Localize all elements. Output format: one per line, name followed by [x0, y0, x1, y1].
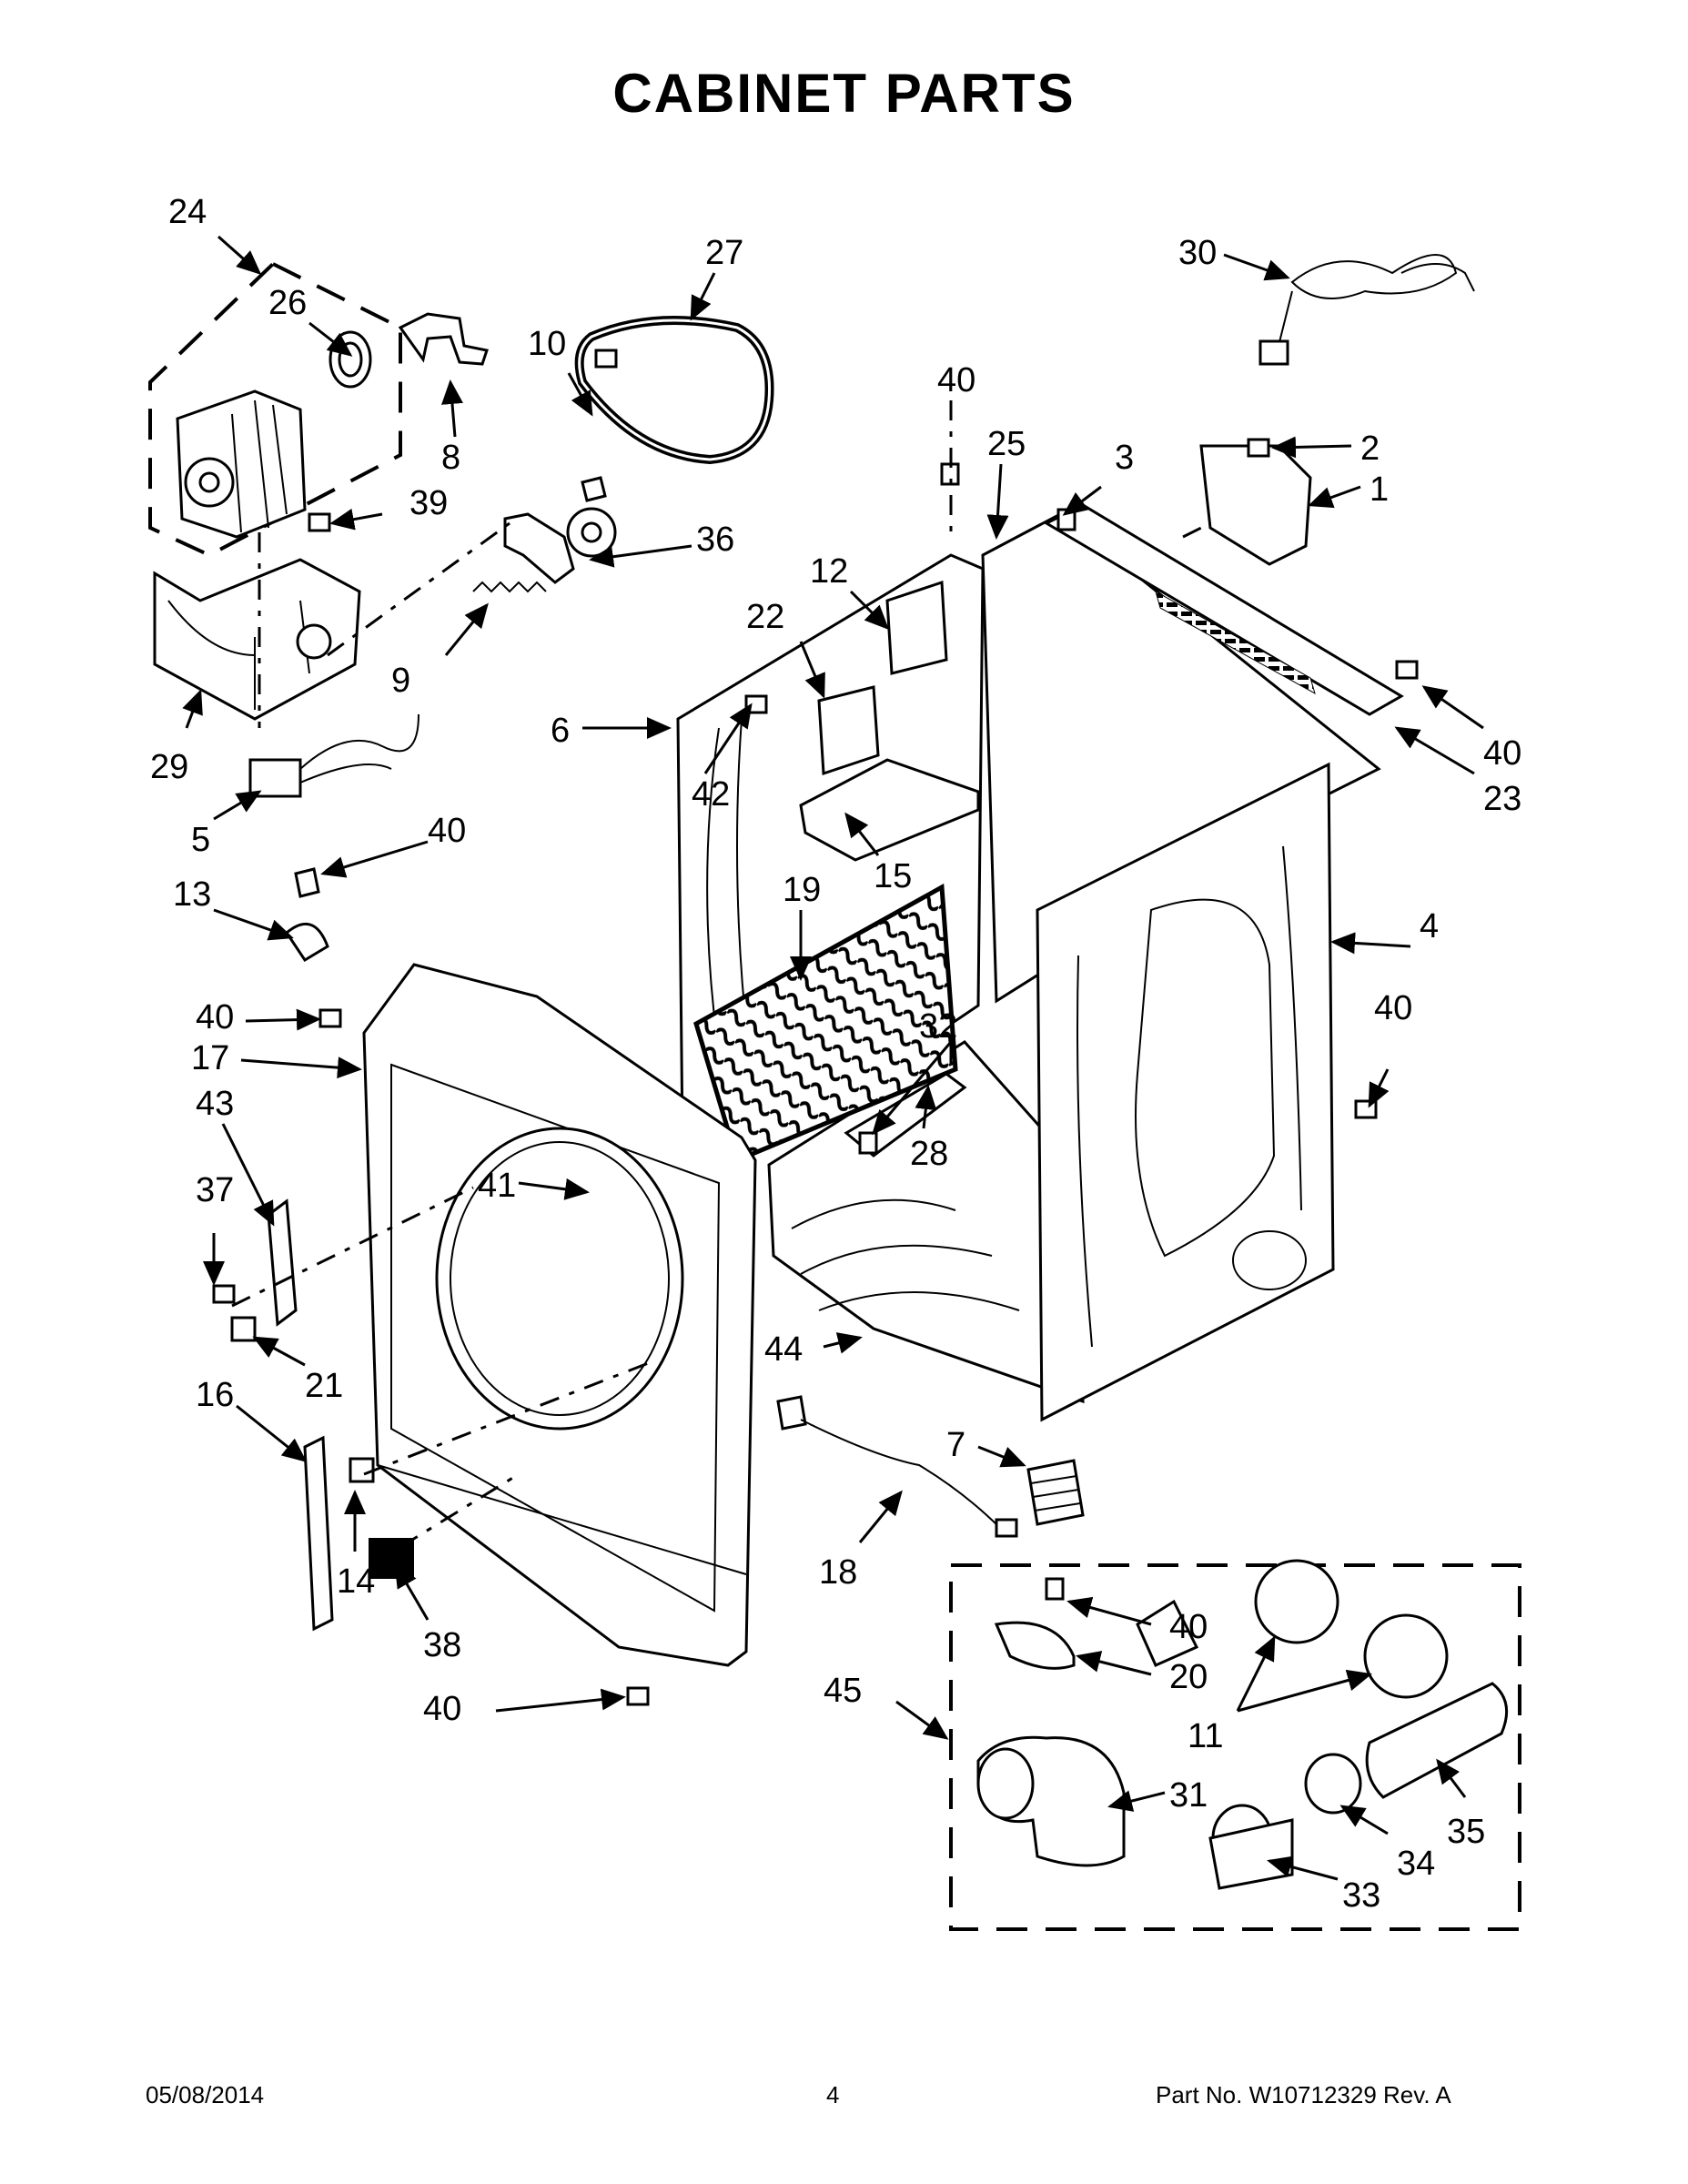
callout-40-topcenter: 40 [937, 361, 975, 399]
callout-4: 4 [1420, 907, 1439, 945]
callout-19: 19 [783, 871, 821, 909]
callout-40-bottom: 40 [423, 1690, 461, 1728]
callout-13: 13 [173, 875, 211, 914]
small-label [349, 1457, 375, 1483]
callout-39: 39 [409, 484, 448, 522]
cable-clip [285, 923, 329, 963]
callout-35: 35 [1447, 1813, 1485, 1851]
side-trim [303, 1435, 334, 1632]
footer-date: 05/08/2014 [146, 2081, 265, 2108]
callout-40-right: 40 [1483, 734, 1521, 773]
callout-21: 21 [305, 1367, 343, 1405]
callout-9: 9 [391, 662, 410, 700]
power-cord [1258, 254, 1475, 366]
callout-29: 29 [150, 748, 188, 786]
leader-arrows [182, 235, 1484, 1881]
idler-spring [472, 581, 547, 593]
callout-7: 7 [946, 1426, 965, 1464]
callout-41: 41 [478, 1167, 516, 1205]
door-strike [267, 1198, 298, 1327]
page-title: CABINET PARTS [612, 63, 1076, 124]
callout-32: 32 [919, 1007, 957, 1046]
harness-cable [776, 1395, 1018, 1538]
door-switch [230, 1316, 257, 1342]
wire-harness-switch [248, 713, 419, 798]
callout-37: 37 [196, 1171, 234, 1209]
callout-17: 17 [191, 1039, 229, 1077]
callout-8: 8 [441, 439, 460, 477]
callout-28: 28 [910, 1135, 948, 1173]
callout-36: 36 [696, 521, 734, 559]
callout-16: 16 [196, 1376, 234, 1414]
callout-labels: 24 26 8 39 27 10 36 9 29 5 40 13 40 17 4… [150, 193, 1521, 1915]
callout-12: 12 [810, 552, 848, 591]
callout-15: 15 [874, 857, 912, 895]
callout-20: 20 [1169, 1658, 1208, 1696]
terminal-block [1199, 444, 1312, 566]
callout-40-side: 40 [1374, 989, 1412, 1027]
callout-2: 2 [1360, 430, 1380, 468]
callout-27: 27 [705, 234, 743, 272]
callout-14: 14 [337, 1562, 375, 1601]
callout-33: 33 [1342, 1876, 1380, 1915]
callout-10: 10 [528, 325, 566, 363]
callout-22: 22 [746, 598, 784, 636]
callout-23: 23 [1483, 780, 1521, 818]
drive-belt [574, 316, 774, 465]
callout-5: 5 [191, 821, 210, 859]
callout-40-ventkit: 40 [1169, 1608, 1208, 1646]
callout-38: 38 [423, 1626, 461, 1664]
callout-3: 3 [1115, 439, 1134, 477]
front-panel [362, 963, 757, 1667]
vent-kit [949, 1559, 1521, 1931]
callout-24: 24 [168, 193, 207, 231]
callout-11: 11 [1188, 1717, 1223, 1755]
callout-40-frontleft: 40 [196, 998, 234, 1036]
callout-31: 31 [1169, 1776, 1208, 1815]
callout-40-cableclip: 40 [428, 812, 466, 850]
callout-44: 44 [764, 1330, 803, 1369]
footer-part-number: Part No. W10712329 Rev. A [1156, 2081, 1451, 2108]
callout-1: 1 [1370, 470, 1389, 509]
dryer-cabinet [676, 503, 1404, 1526]
idler-pulley-assembly [503, 476, 617, 584]
footer-page-number: 4 [826, 2081, 840, 2108]
callout-43: 43 [196, 1085, 234, 1123]
callout-45: 45 [824, 1672, 862, 1710]
callout-18: 18 [819, 1553, 857, 1592]
motor-mount-bracket [153, 558, 361, 721]
callout-25: 25 [987, 425, 1026, 463]
callout-30: 30 [1178, 234, 1217, 272]
callout-34: 34 [1397, 1845, 1435, 1883]
callout-6: 6 [551, 712, 570, 750]
callout-26: 26 [268, 284, 307, 322]
motor-assembly [148, 261, 489, 558]
callout-42: 42 [692, 775, 730, 814]
